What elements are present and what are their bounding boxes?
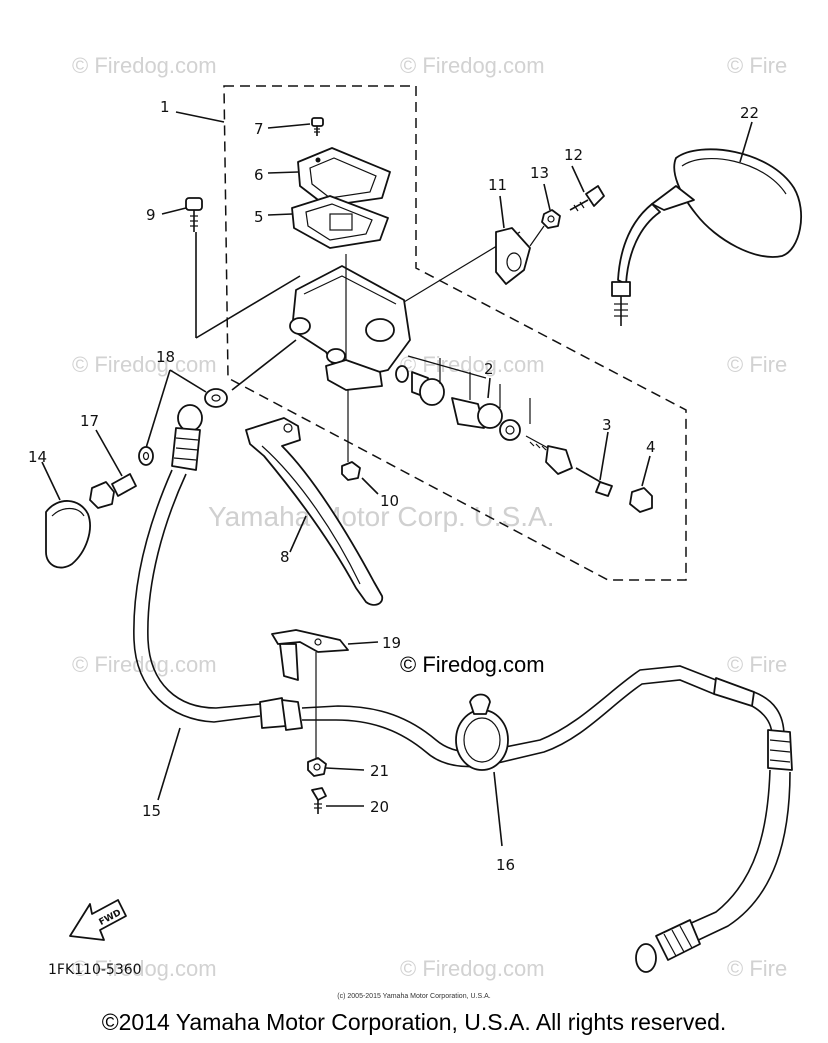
reservoir-cap-6 bbox=[297, 147, 391, 207]
watermark-text: © Firedog.com bbox=[72, 352, 217, 377]
bolt-20 bbox=[311, 787, 327, 814]
callout-10: 10 bbox=[380, 492, 399, 510]
nut-13 bbox=[541, 209, 561, 229]
leader-line bbox=[571, 165, 585, 193]
watermark-text: © Firedog.com bbox=[72, 652, 217, 677]
callout-4: 4 bbox=[646, 438, 656, 456]
leader-line bbox=[599, 431, 609, 481]
bolt-12 bbox=[569, 185, 605, 212]
washer-17 bbox=[138, 446, 154, 466]
washer-18 bbox=[204, 388, 228, 408]
screw-7 bbox=[311, 117, 324, 136]
leader-line bbox=[95, 429, 123, 477]
lever-8 bbox=[245, 417, 384, 606]
brake-hose-16 bbox=[301, 665, 793, 973]
bolt-9 bbox=[185, 197, 203, 232]
brake-hose-15 bbox=[133, 404, 303, 731]
callout-1: 1 bbox=[160, 98, 170, 116]
watermark-text: © Fire bbox=[727, 352, 787, 377]
leader-line bbox=[289, 515, 307, 553]
watermark-text: © Firedog.com bbox=[400, 352, 545, 377]
leader-line bbox=[641, 455, 651, 487]
callout-22: 22 bbox=[740, 104, 759, 122]
diaphragm-5 bbox=[291, 195, 389, 249]
callout-3: 3 bbox=[602, 416, 612, 434]
watermark-text: © Fire bbox=[727, 652, 787, 677]
holder-11 bbox=[495, 227, 531, 285]
callout-2: 2 bbox=[484, 360, 494, 378]
callout-20: 20 bbox=[370, 798, 389, 816]
watermark-text: © Firedog.com bbox=[72, 956, 217, 981]
leader-line bbox=[145, 369, 171, 449]
boot-4 bbox=[629, 487, 653, 513]
bracket-19 bbox=[271, 629, 349, 681]
callout-16: 16 bbox=[496, 856, 515, 874]
callout-13: 13 bbox=[530, 164, 549, 182]
copyright-notice: ©2014 Yamaha Motor Corporation, U.S.A. A… bbox=[101, 1009, 727, 1035]
leader-line bbox=[499, 195, 505, 229]
leader-line bbox=[487, 377, 491, 399]
leader-line bbox=[543, 183, 551, 211]
watermark-text: © Firedog.com bbox=[400, 956, 545, 981]
callout-11: 11 bbox=[488, 176, 507, 194]
small-copyright: (c) 2005-2015 Yamaha Motor Corporation, … bbox=[337, 993, 491, 1000]
watermark-text: © Firedog.com bbox=[72, 53, 217, 78]
banjo-bolt-17 bbox=[89, 473, 137, 509]
leader-line bbox=[529, 225, 545, 247]
watermark-text: © Fire bbox=[727, 956, 787, 981]
callout-21: 21 bbox=[370, 762, 389, 780]
leader-line bbox=[195, 275, 301, 339]
leader-line bbox=[347, 641, 379, 645]
callout-14: 14 bbox=[28, 448, 47, 466]
callout-18: 18 bbox=[156, 348, 175, 366]
callout-8: 8 bbox=[280, 548, 290, 566]
leader-line bbox=[157, 727, 181, 801]
callout-9: 9 bbox=[146, 206, 156, 224]
callout-19: 19 bbox=[382, 634, 401, 652]
callout-labels: 1 2 3 4 5 6 7 8 9 10 11 12 13 14 15 16 1… bbox=[28, 98, 759, 874]
cap-14 bbox=[45, 500, 91, 569]
watermark-layer: © Firedog.com © Firedog.com © Fire © Fir… bbox=[72, 53, 787, 981]
nut-21 bbox=[307, 757, 327, 777]
leader-line bbox=[231, 339, 297, 391]
master-cylinder-body bbox=[289, 265, 411, 391]
callout-17: 17 bbox=[80, 412, 99, 430]
leader-line bbox=[267, 171, 299, 174]
fwd-arrow-icon: FWD bbox=[69, 899, 127, 941]
leader-line bbox=[267, 123, 311, 129]
leader-line bbox=[267, 213, 293, 216]
yamaha-watermark: Yamaha Motor Corp. U.S.A. bbox=[208, 501, 555, 532]
leader-line bbox=[169, 369, 207, 393]
assembly-outline bbox=[223, 85, 687, 581]
watermark-text: © Firedog.com bbox=[400, 53, 545, 78]
leader-line bbox=[361, 477, 379, 495]
firedog-mark: © Firedog.com bbox=[400, 652, 545, 677]
leader-line bbox=[739, 121, 753, 163]
leader-line bbox=[41, 461, 61, 501]
callout-12: 12 bbox=[564, 146, 583, 164]
callout-15: 15 bbox=[142, 802, 161, 820]
rod-3 bbox=[575, 467, 613, 497]
watermark-text: © Fire bbox=[727, 53, 787, 78]
leader-line bbox=[325, 767, 365, 771]
leader-line bbox=[493, 771, 503, 847]
nut-10 bbox=[341, 461, 361, 481]
leader-line bbox=[175, 111, 225, 123]
callout-6: 6 bbox=[254, 166, 264, 184]
callout-7: 7 bbox=[254, 120, 264, 138]
callout-5: 5 bbox=[254, 208, 264, 226]
part-code: 1FK110-5360 bbox=[48, 962, 142, 978]
leader-line bbox=[161, 207, 187, 215]
mirror-22 bbox=[611, 148, 802, 326]
piston-kit-2 bbox=[395, 355, 573, 475]
